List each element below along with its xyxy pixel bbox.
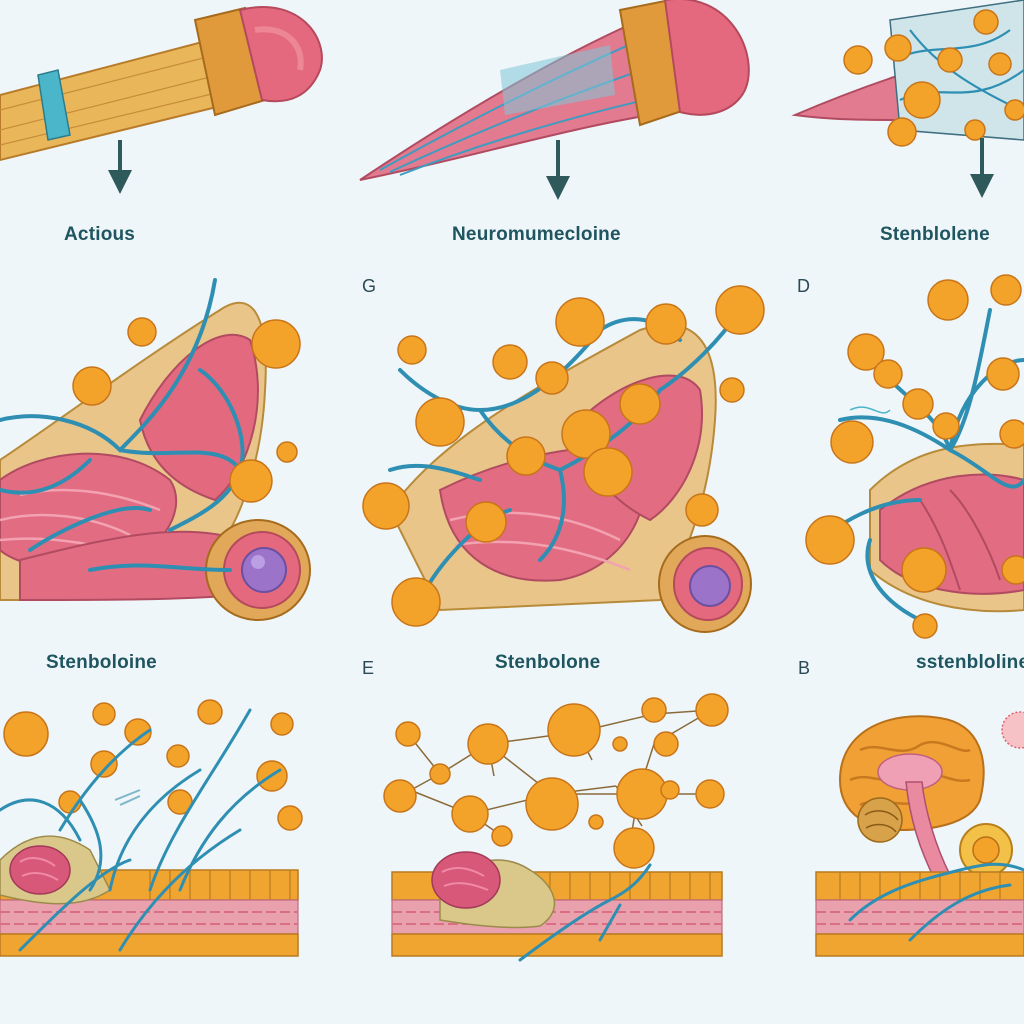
label-neuromumecloine: Neuromumecloine bbox=[452, 224, 621, 245]
down-arrow-icon bbox=[108, 140, 132, 194]
label-sstenbloline: sstenbloline bbox=[916, 652, 1024, 673]
panel-row2-col2 bbox=[360, 270, 780, 650]
label-stenbolone: Stenbolone bbox=[495, 652, 601, 673]
label-actious: Actious bbox=[64, 224, 136, 245]
down-arrow-icon bbox=[970, 138, 994, 198]
label-stenboloine: Stenboloine bbox=[46, 652, 157, 673]
panel-row2-col3 bbox=[800, 270, 1024, 650]
panel-letter-d: D bbox=[797, 276, 810, 296]
panel-row3-col2 bbox=[370, 690, 740, 980]
panel-row1-col1 bbox=[0, 0, 340, 260]
panel-letter-g: G bbox=[362, 276, 377, 296]
panel-letter-b: B bbox=[798, 658, 811, 678]
panel-row3-col3 bbox=[810, 690, 1024, 980]
panel-row1-col2 bbox=[350, 0, 750, 260]
panel-letter-e: E bbox=[362, 658, 375, 678]
panel-row2-col1 bbox=[0, 270, 330, 650]
panel-row1-col3 bbox=[790, 0, 1024, 260]
down-arrow-icon bbox=[546, 140, 570, 200]
label-stenblolene: Stenblolene bbox=[880, 224, 990, 245]
panel-row3-col1 bbox=[0, 690, 310, 980]
